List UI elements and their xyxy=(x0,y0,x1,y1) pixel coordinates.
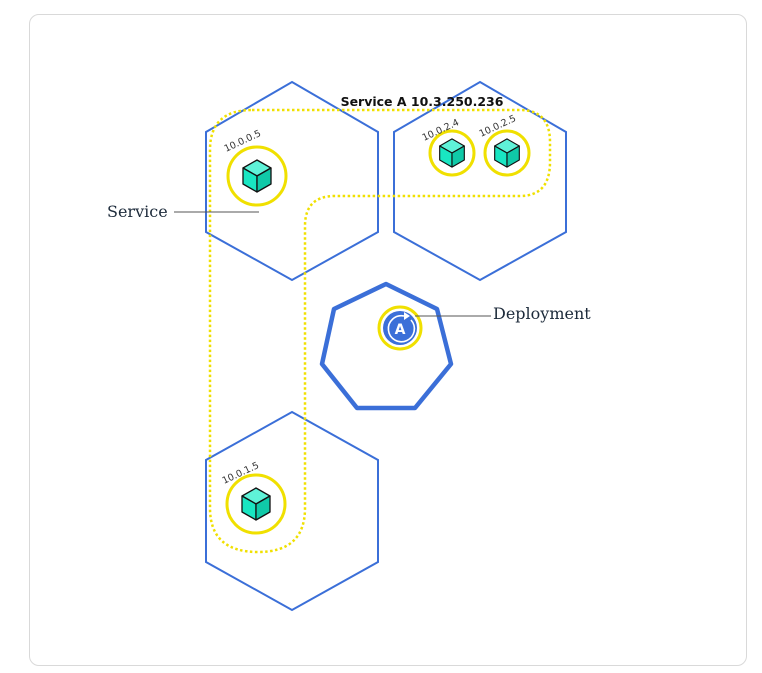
deployment-callout: Deployment xyxy=(415,304,591,323)
pod-2: 10.0.2.4 xyxy=(421,117,476,177)
service-callout-label: Service xyxy=(107,202,168,221)
deployment-callout-label: Deployment xyxy=(493,304,591,323)
service-callout: Service xyxy=(107,202,259,221)
node-hexagon-bottom xyxy=(205,410,379,612)
service-title: Service A 10.3.250.236 xyxy=(341,94,504,109)
pod-1: 10.0.0.5 xyxy=(223,128,288,207)
deployment-heptagon xyxy=(319,281,454,411)
node-hexagon-top-left xyxy=(205,80,379,282)
pod-3: 10.0.2.5 xyxy=(478,113,531,177)
service-boundary xyxy=(208,108,552,554)
deployment-badge: A xyxy=(377,305,423,351)
cycle-arrow-icon xyxy=(387,314,416,343)
pod-4: 10.0.1.5 xyxy=(221,460,287,535)
node-hexagon-top-right xyxy=(393,80,567,282)
deployment-badge-letter: A xyxy=(395,322,406,338)
